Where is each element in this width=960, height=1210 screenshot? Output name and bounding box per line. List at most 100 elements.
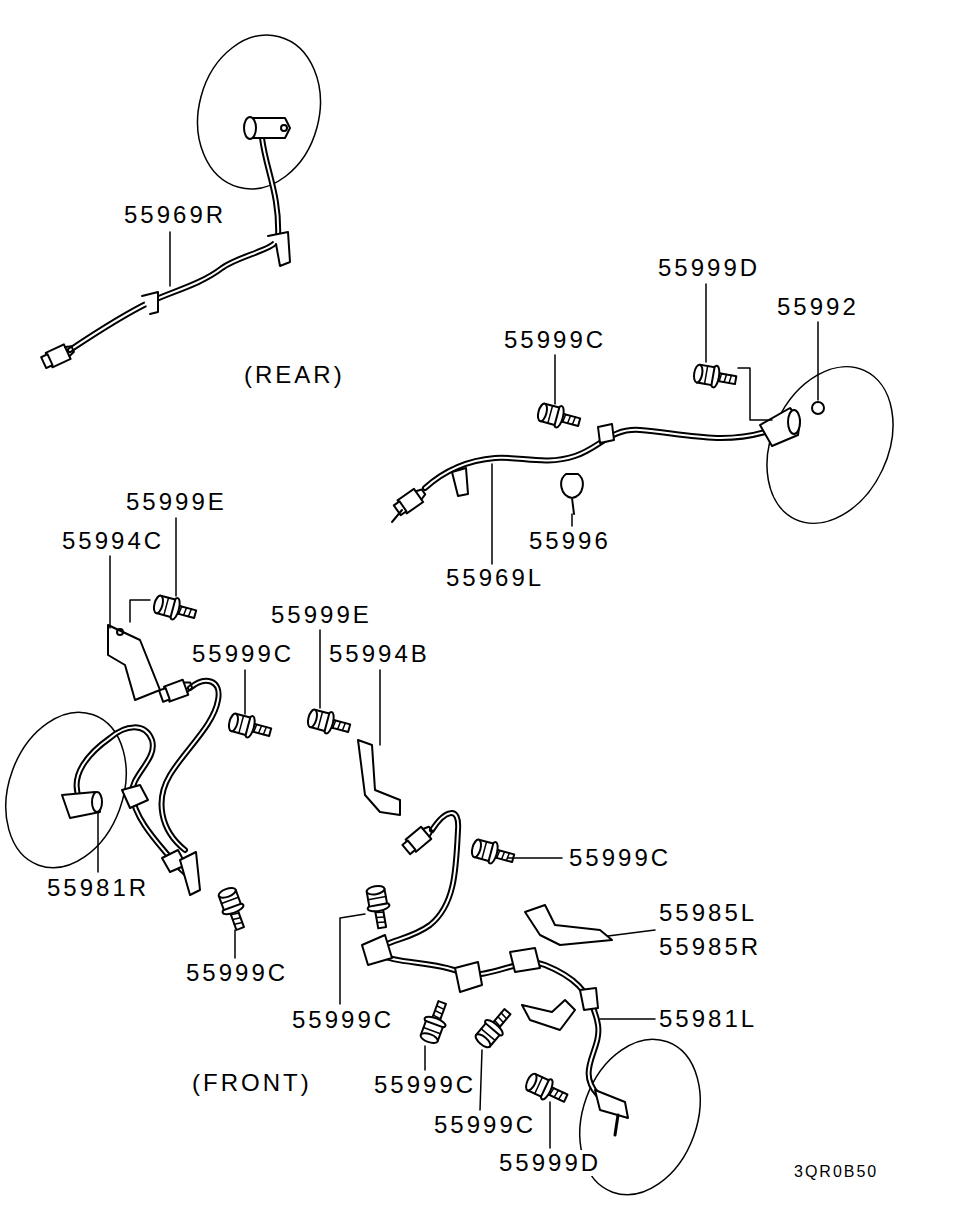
callout-number: 55999C xyxy=(503,327,607,353)
bolt xyxy=(470,837,516,869)
sensor-harness xyxy=(362,935,392,965)
leader-line xyxy=(508,857,562,859)
callout-number: 55994B xyxy=(328,641,431,667)
sensor-harness xyxy=(375,813,598,1095)
sensor-harness xyxy=(162,681,219,850)
sensor-harness xyxy=(180,852,200,895)
callout-number: 55996 xyxy=(528,528,612,554)
bolt xyxy=(364,884,393,929)
sensor-harness xyxy=(77,727,195,885)
detail-ellipse xyxy=(0,21,917,1210)
callout-number: 55999C xyxy=(185,960,289,986)
bolt xyxy=(472,1005,516,1051)
sensor-harness xyxy=(580,988,598,1010)
sensor-harness xyxy=(244,117,256,139)
callout-number: 55985L xyxy=(658,900,758,926)
callout-number: 55999C xyxy=(373,1072,477,1098)
leader-line xyxy=(175,518,177,596)
sensor-harness xyxy=(77,727,195,885)
sensor-harness xyxy=(455,962,482,992)
sensor-harness xyxy=(392,408,800,522)
sensor-harness xyxy=(62,678,219,895)
callout-number: 55994C xyxy=(61,528,165,554)
sensor-harness xyxy=(788,410,800,434)
sensor-harness xyxy=(70,138,278,350)
bracket xyxy=(358,740,400,815)
leader-line xyxy=(379,670,381,745)
bracket xyxy=(525,905,612,945)
leader-line xyxy=(234,930,236,958)
leader-line xyxy=(97,812,99,872)
callout-number: 55981R xyxy=(46,875,150,901)
callout-number: 55999C xyxy=(291,1007,395,1033)
sensor-harness xyxy=(595,1090,628,1118)
leader-line xyxy=(600,1018,655,1020)
sensor-harness xyxy=(760,408,800,446)
callout-number: (REAR) xyxy=(243,362,346,388)
bolt xyxy=(216,885,251,932)
detail-ellipse xyxy=(181,21,337,203)
sensor-harness xyxy=(375,813,598,1095)
sensor-harness xyxy=(92,792,102,812)
callout-number: 55999C xyxy=(568,845,672,871)
bolt xyxy=(523,1070,570,1108)
sensor-harness xyxy=(392,510,402,522)
callout-number: 55969L xyxy=(445,565,545,591)
sensor-harness xyxy=(425,430,765,488)
callout-number: 55999D xyxy=(657,255,761,281)
leader-line xyxy=(608,930,655,936)
callout-number: 55992 xyxy=(776,294,860,320)
sensor-harness xyxy=(522,1000,575,1030)
sensor-harness xyxy=(452,468,468,496)
callout-number: 55999C xyxy=(433,1112,537,1138)
leader-line xyxy=(244,670,246,714)
sensor-harness xyxy=(510,948,540,972)
leader-line xyxy=(571,514,573,526)
leader-line xyxy=(109,556,111,628)
leader-line xyxy=(340,914,365,1004)
callout-number: 55999E xyxy=(270,602,373,628)
sensor-harness xyxy=(142,292,158,314)
sensor-harness xyxy=(598,424,614,443)
o-ring xyxy=(812,402,824,414)
sensor-harness xyxy=(281,125,287,131)
leader-line xyxy=(169,232,171,286)
bolt xyxy=(418,999,453,1046)
leader-line xyxy=(491,464,493,564)
bracket xyxy=(117,629,123,635)
callout-number: 55999D xyxy=(498,1150,602,1176)
callout-number: 55985R xyxy=(658,934,762,960)
detail-ellipse xyxy=(743,346,917,544)
bolt xyxy=(536,401,582,433)
bolt xyxy=(227,711,273,743)
leader-line xyxy=(424,1046,426,1070)
detail-ellipse xyxy=(559,1022,721,1210)
callout-number: (FRONT) xyxy=(191,1070,313,1096)
leader-line xyxy=(98,232,818,1148)
leader-line xyxy=(705,284,707,362)
sensor-harness xyxy=(40,342,76,370)
callout-number: 55981L xyxy=(658,1006,758,1032)
bolt xyxy=(306,707,352,739)
sensor-harness xyxy=(158,678,194,704)
figure-code: 3QR0B50 xyxy=(793,1163,879,1181)
sensor-harness xyxy=(122,785,148,808)
sensor-harness xyxy=(393,485,428,516)
sensor-harness xyxy=(162,681,219,850)
leader-line xyxy=(319,630,321,708)
bracket xyxy=(108,625,160,700)
callout-number: 55999C xyxy=(191,641,295,667)
sensor-harness xyxy=(268,232,290,266)
clamp xyxy=(561,474,583,514)
bolt xyxy=(692,362,737,391)
leader-line xyxy=(480,1050,482,1110)
sensor-harness xyxy=(615,1115,618,1135)
leader-line xyxy=(554,355,556,404)
bolt xyxy=(152,593,198,625)
leader-line xyxy=(817,322,819,400)
leader-line xyxy=(549,1102,551,1148)
callout-number: 55999E xyxy=(125,489,228,515)
leader-line xyxy=(130,600,150,622)
